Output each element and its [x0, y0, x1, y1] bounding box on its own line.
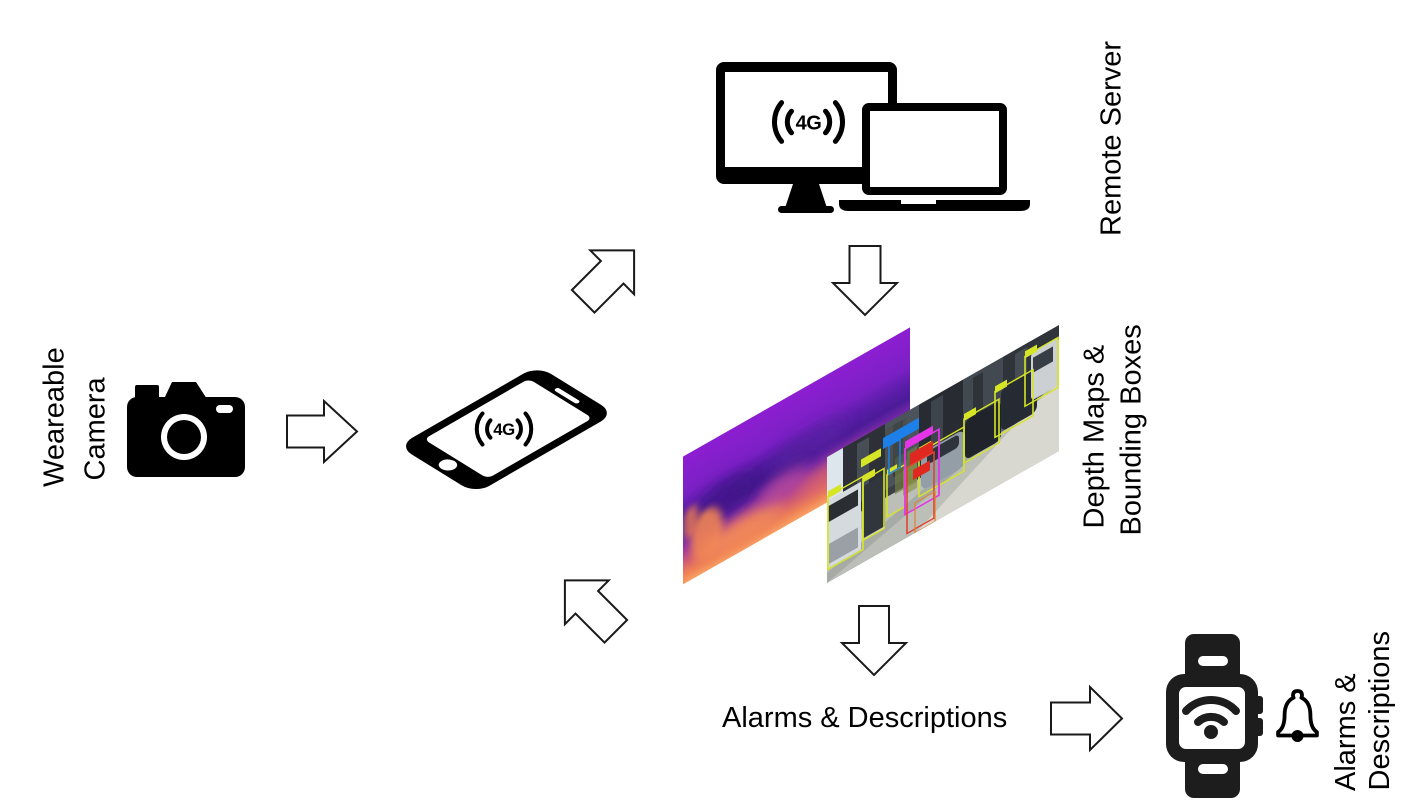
- svg-text:Bounding Boxes: Bounding Boxes: [1116, 324, 1148, 535]
- svg-text:Alarms & Descriptions: Alarms & Descriptions: [722, 702, 1007, 734]
- svg-text:Alarms &: Alarms &: [1330, 673, 1362, 791]
- svg-text:Descriptions: Descriptions: [1364, 631, 1396, 791]
- svg-text:Remote Server: Remote Server: [1096, 41, 1128, 236]
- svg-text:Weareable: Weareable: [39, 347, 71, 487]
- svg-text:4G: 4G: [493, 420, 515, 439]
- svg-text:Camera: Camera: [80, 376, 112, 480]
- svg-text:4G: 4G: [796, 112, 822, 134]
- svg-text:Depth Maps &: Depth Maps &: [1079, 345, 1111, 529]
